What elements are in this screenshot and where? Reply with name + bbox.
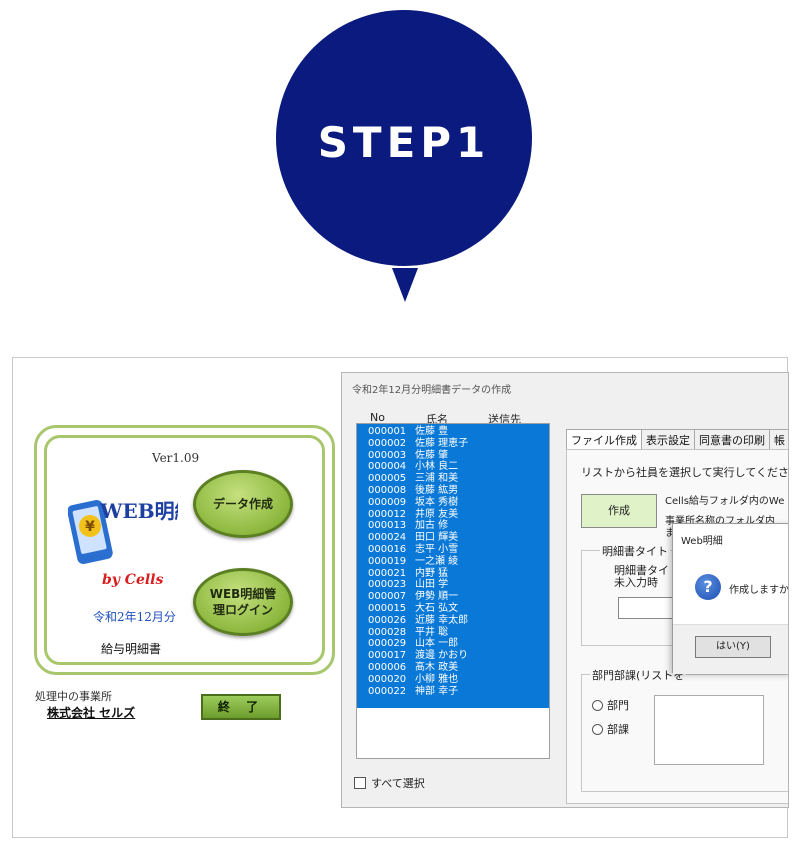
messagebox-title: Web明細 (681, 536, 723, 547)
tab-consent-print[interactable]: 同意書の印刷 (694, 429, 770, 449)
messagebox-text: 作成しますか？ (729, 585, 789, 596)
period-label: 令和2年12月分 (93, 610, 176, 624)
radio-icon (592, 723, 603, 735)
version-label: Ver1.09 (152, 451, 200, 465)
radio-icon (592, 699, 603, 711)
create-button[interactable]: 作成 (581, 494, 657, 528)
tab-display-settings[interactable]: 表示設定 (641, 429, 695, 449)
title-input[interactable] (618, 597, 678, 619)
info-text-1: Cells給与フォルダ内のWe (665, 496, 785, 507)
document-label: 給与明細書 (101, 642, 162, 656)
office-label: 処理中の事業所 (35, 690, 112, 703)
checkbox-icon (354, 777, 366, 789)
exit-button[interactable]: 終 了 (201, 694, 281, 720)
tab-file-create[interactable]: ファイル作成 (566, 429, 642, 449)
department-listbox[interactable] (654, 695, 764, 765)
title-group-caption: 明細書タイト (600, 543, 670, 559)
column-no: No (370, 411, 385, 424)
confirm-messagebox: Web明細 ? 作成しますか？ はい(Y) (672, 523, 789, 674)
department-group-caption: 部門部課(リストを (590, 667, 687, 683)
yes-button[interactable]: はい(Y) (695, 636, 771, 658)
step-label: STEP1 (317, 118, 491, 167)
web-admin-login-button[interactable]: WEB明細管理ログイン (193, 568, 293, 636)
svg-text:WEB明細: WEB明細 (99, 499, 178, 523)
office-name: 株式会社 セルズ (47, 706, 136, 720)
dialog-title: 令和2年12月分明細書データの作成 (352, 385, 512, 396)
column-destination: 送信先 (488, 413, 521, 426)
tab-bar: ファイル作成 表示設定 同意書の印刷 帳 (566, 429, 788, 449)
question-icon: ? (695, 574, 721, 600)
radio-section[interactable]: 部課 (592, 721, 629, 737)
select-all-checkbox[interactable]: すべて選択 (354, 775, 425, 791)
instruction-text: リストから社員を選択して実行してください。 (581, 466, 789, 479)
svg-text:¥: ¥ (85, 519, 95, 535)
web-meisai-logo: ¥ WEB明細 by Cells (68, 499, 178, 588)
title-group-hint: 明細書タイ未入力時 (614, 564, 669, 589)
tab-ledger[interactable]: 帳 (769, 429, 788, 449)
column-name: 氏名 (426, 413, 448, 426)
app-screenshot: Ver1.09 ¥ WEB明細 by Cells データ作成 WEB明細管理ログ… (12, 357, 789, 838)
radio-department[interactable]: 部門 (592, 697, 629, 713)
svg-text:by Cells: by Cells (102, 572, 163, 588)
department-group: 部門部課(リストを 部門 部課 (581, 667, 788, 792)
data-create-button[interactable]: データ作成 (193, 470, 293, 538)
step-bubble-tail (392, 268, 418, 302)
step-bubble (276, 10, 532, 266)
